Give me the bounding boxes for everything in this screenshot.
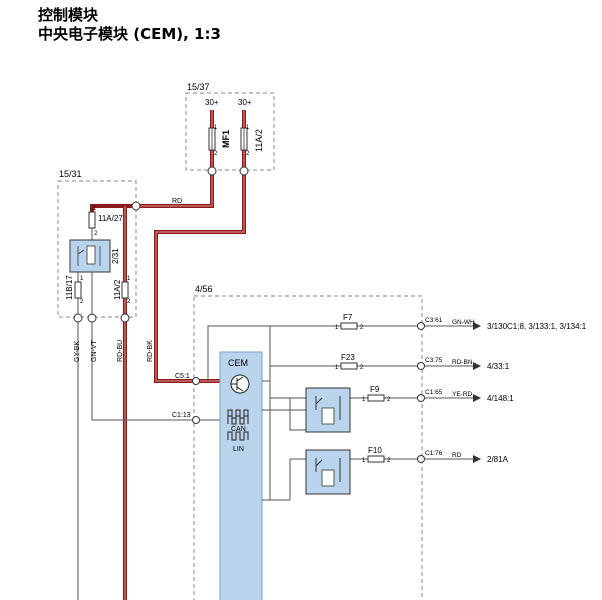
wire-label-gy-bk: GY-BK xyxy=(74,341,81,362)
fuse-11a2-top xyxy=(240,127,248,151)
wire-label-rd: RD xyxy=(172,198,182,205)
wire-label-rd-bu: RD-BU xyxy=(117,340,124,362)
output-3-dest-label: 4/148:1 xyxy=(487,394,514,403)
fuse-f10-pin1: 1 xyxy=(362,458,366,464)
fuse-f9-pin2: 2 xyxy=(387,397,391,403)
fuse-11b17-pin2: 2 xyxy=(80,299,84,305)
cem-label: CEM xyxy=(228,358,248,368)
output-connector-2 xyxy=(417,362,425,370)
fuse-11a2-bottom-label: 11A/2 xyxy=(113,279,122,300)
fuse-11b17-pin1: 1 xyxy=(80,276,84,282)
fuse-f10-label: F10 xyxy=(368,446,382,455)
fuse-11a2-top-pin1: 1 xyxy=(246,125,250,131)
fuse-11a27-pin1: 1 xyxy=(93,206,97,212)
output-3-wire-label: YE-RD xyxy=(452,391,473,398)
connector-c5-1-label: C5:1 xyxy=(175,373,190,380)
output-2-connector-label: C3:75 xyxy=(425,357,443,364)
relay-2-31-label: 2/31 xyxy=(111,248,120,264)
wire-label-rd-bk: RD-BK xyxy=(147,340,154,362)
fusebox-15-37-outline xyxy=(185,92,275,171)
fuse-11a2-top-pin2: 2 xyxy=(246,151,250,157)
cem-transistor-symbol xyxy=(230,374,250,394)
output-connector-1 xyxy=(417,322,425,330)
fuse-f10-pin2: 2 xyxy=(387,458,391,464)
output-1-dest-label: 3/130C1:8, 3/133:1, 3/134:1 xyxy=(487,322,587,331)
junction-gn-vt xyxy=(87,313,97,323)
fuse-11b17 xyxy=(74,281,82,299)
internal-relay-2 xyxy=(305,449,351,495)
fuse-11b17-label: 11B/17 xyxy=(65,275,74,300)
fuse-mf1 xyxy=(208,127,216,151)
output-2-wire-label: RD-BN xyxy=(452,359,473,366)
cem-lin-wave xyxy=(227,431,249,441)
fuse-f9-pin1: 1 xyxy=(362,397,366,403)
fuse-11a2-top-label: 11A/2 xyxy=(254,129,264,152)
fuse-11a2-bottom xyxy=(121,281,129,299)
fuse-f9 xyxy=(367,394,385,402)
output-3-connector-label: C1:65 xyxy=(425,389,443,396)
diagram-title: 控制模块 xyxy=(38,6,99,24)
relay-box-15-31-label: 15/31 xyxy=(59,169,82,179)
fuse-11a2-bottom-pin1: 1 xyxy=(127,276,131,282)
junction-rd-bu xyxy=(120,313,130,323)
connector-c5-1 xyxy=(192,377,200,385)
fuse-mf1-pin2: 2 xyxy=(214,151,218,157)
fuse-f23-label: F23 xyxy=(341,353,355,362)
fuse-f23 xyxy=(340,362,358,370)
fuse-11a2-bottom-pin2: 2 xyxy=(127,299,131,305)
fuse-f7-pin1: 1 xyxy=(335,325,339,331)
connector-c1-13 xyxy=(192,416,200,424)
internal-relay-1 xyxy=(305,387,351,433)
diagram-subtitle: 中央电子模块 (CEM), 1:3 xyxy=(38,25,221,43)
junction-11a2 xyxy=(239,166,249,176)
fusebox-15-37-label: 15/37 xyxy=(187,82,210,92)
connector-c1-13-label: C1:13 xyxy=(172,412,191,419)
output-1-connector-label: C3:61 xyxy=(425,317,443,324)
cem-can-label: CAN xyxy=(231,426,246,433)
relay-2-31 xyxy=(69,239,111,273)
output-4-dest-label: 2/81A xyxy=(487,455,509,464)
fuse-f23-pin1: 1 xyxy=(335,365,339,371)
fuse-11a27-pin2: 2 xyxy=(94,231,98,237)
cem-lin-label: LIN xyxy=(233,446,244,453)
relay-box-15-31-outline xyxy=(57,180,137,318)
output-4-wire-label: RD xyxy=(452,452,462,459)
output-connector-4 xyxy=(417,455,425,463)
cem-box-4-56-outline xyxy=(193,295,423,600)
fuse-f7-pin2: 2 xyxy=(360,325,364,331)
fuse-11a27-label: 11A/27 xyxy=(98,214,123,223)
cem-module xyxy=(219,351,263,600)
fuse-mf1-label: MF1 xyxy=(221,130,231,148)
output-2-dest-label: 4/33:1 xyxy=(487,362,510,371)
fuse-11a27 xyxy=(88,211,96,229)
cem-box-4-56-label: 4/56 xyxy=(195,284,213,294)
junction-rd-right xyxy=(131,201,141,211)
wire-label-gn-vt: GN-VT xyxy=(91,340,98,363)
fuse-f23-pin2: 2 xyxy=(360,365,364,371)
fuse-f7 xyxy=(340,322,358,330)
fuse-f7-label: F7 xyxy=(343,313,353,322)
fuse-mf1-pin1: 1 xyxy=(214,125,218,131)
fuse-f10 xyxy=(367,455,385,463)
junction-gy-bk xyxy=(73,313,83,323)
fuse-f9-label: F9 xyxy=(370,385,380,394)
junction-mf1 xyxy=(207,166,217,176)
power-label-left: 30+ xyxy=(205,98,219,107)
power-label-right: 30+ xyxy=(238,98,252,107)
output-1-wire-label: GN-WH xyxy=(452,319,475,326)
cem-can-wave xyxy=(227,409,249,425)
output-connector-3 xyxy=(417,394,425,402)
output-4-connector-label: C1:76 xyxy=(425,450,443,457)
